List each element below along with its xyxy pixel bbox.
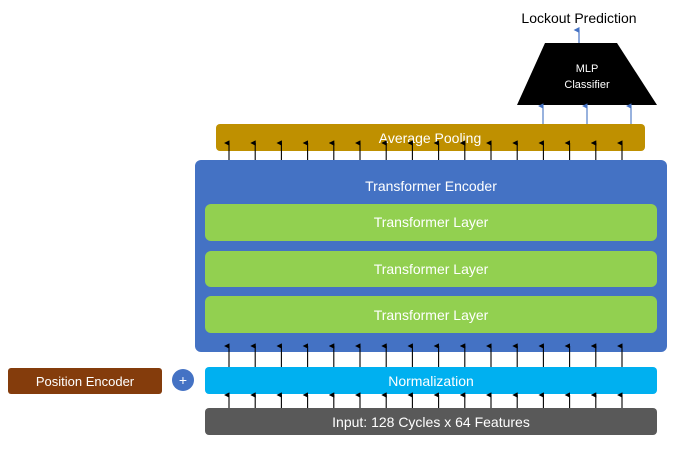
average-pooling-label: Average Pooling <box>379 130 481 146</box>
input-label: Input: 128 Cycles x 64 Features <box>332 414 530 430</box>
classifier-input-arrows <box>538 103 632 124</box>
transformer-layer-3 <box>205 296 657 333</box>
transformer-encoder-title: Transformer Encoder <box>365 178 497 194</box>
transformer-layer-3-label: Transformer Layer <box>374 307 489 323</box>
mlp-classifier-block <box>517 43 657 105</box>
normalization-label: Normalization <box>388 373 474 389</box>
output-title: Lockout Prediction <box>521 10 636 26</box>
transformer-layer-1 <box>205 204 657 241</box>
input-block <box>205 408 657 435</box>
classifier-label-line1: MLP <box>576 63 599 75</box>
classifier-label-line2: Classifier <box>564 79 610 91</box>
plus-label: + <box>179 372 187 388</box>
transformer-layer-2 <box>205 251 657 287</box>
plus-operator <box>172 369 194 391</box>
pooling-input-arrows <box>224 140 623 160</box>
average-pooling-block <box>216 124 645 151</box>
normalization-block <box>205 367 657 394</box>
encoder-input-arrows <box>224 343 623 367</box>
transformer-layer-2-label: Transformer Layer <box>374 261 489 277</box>
transformer-layer-1-label: Transformer Layer <box>374 214 489 230</box>
position-encoder-label: Position Encoder <box>36 374 135 389</box>
position-encoder-block <box>8 368 162 394</box>
normalization-input-arrows <box>224 392 623 408</box>
